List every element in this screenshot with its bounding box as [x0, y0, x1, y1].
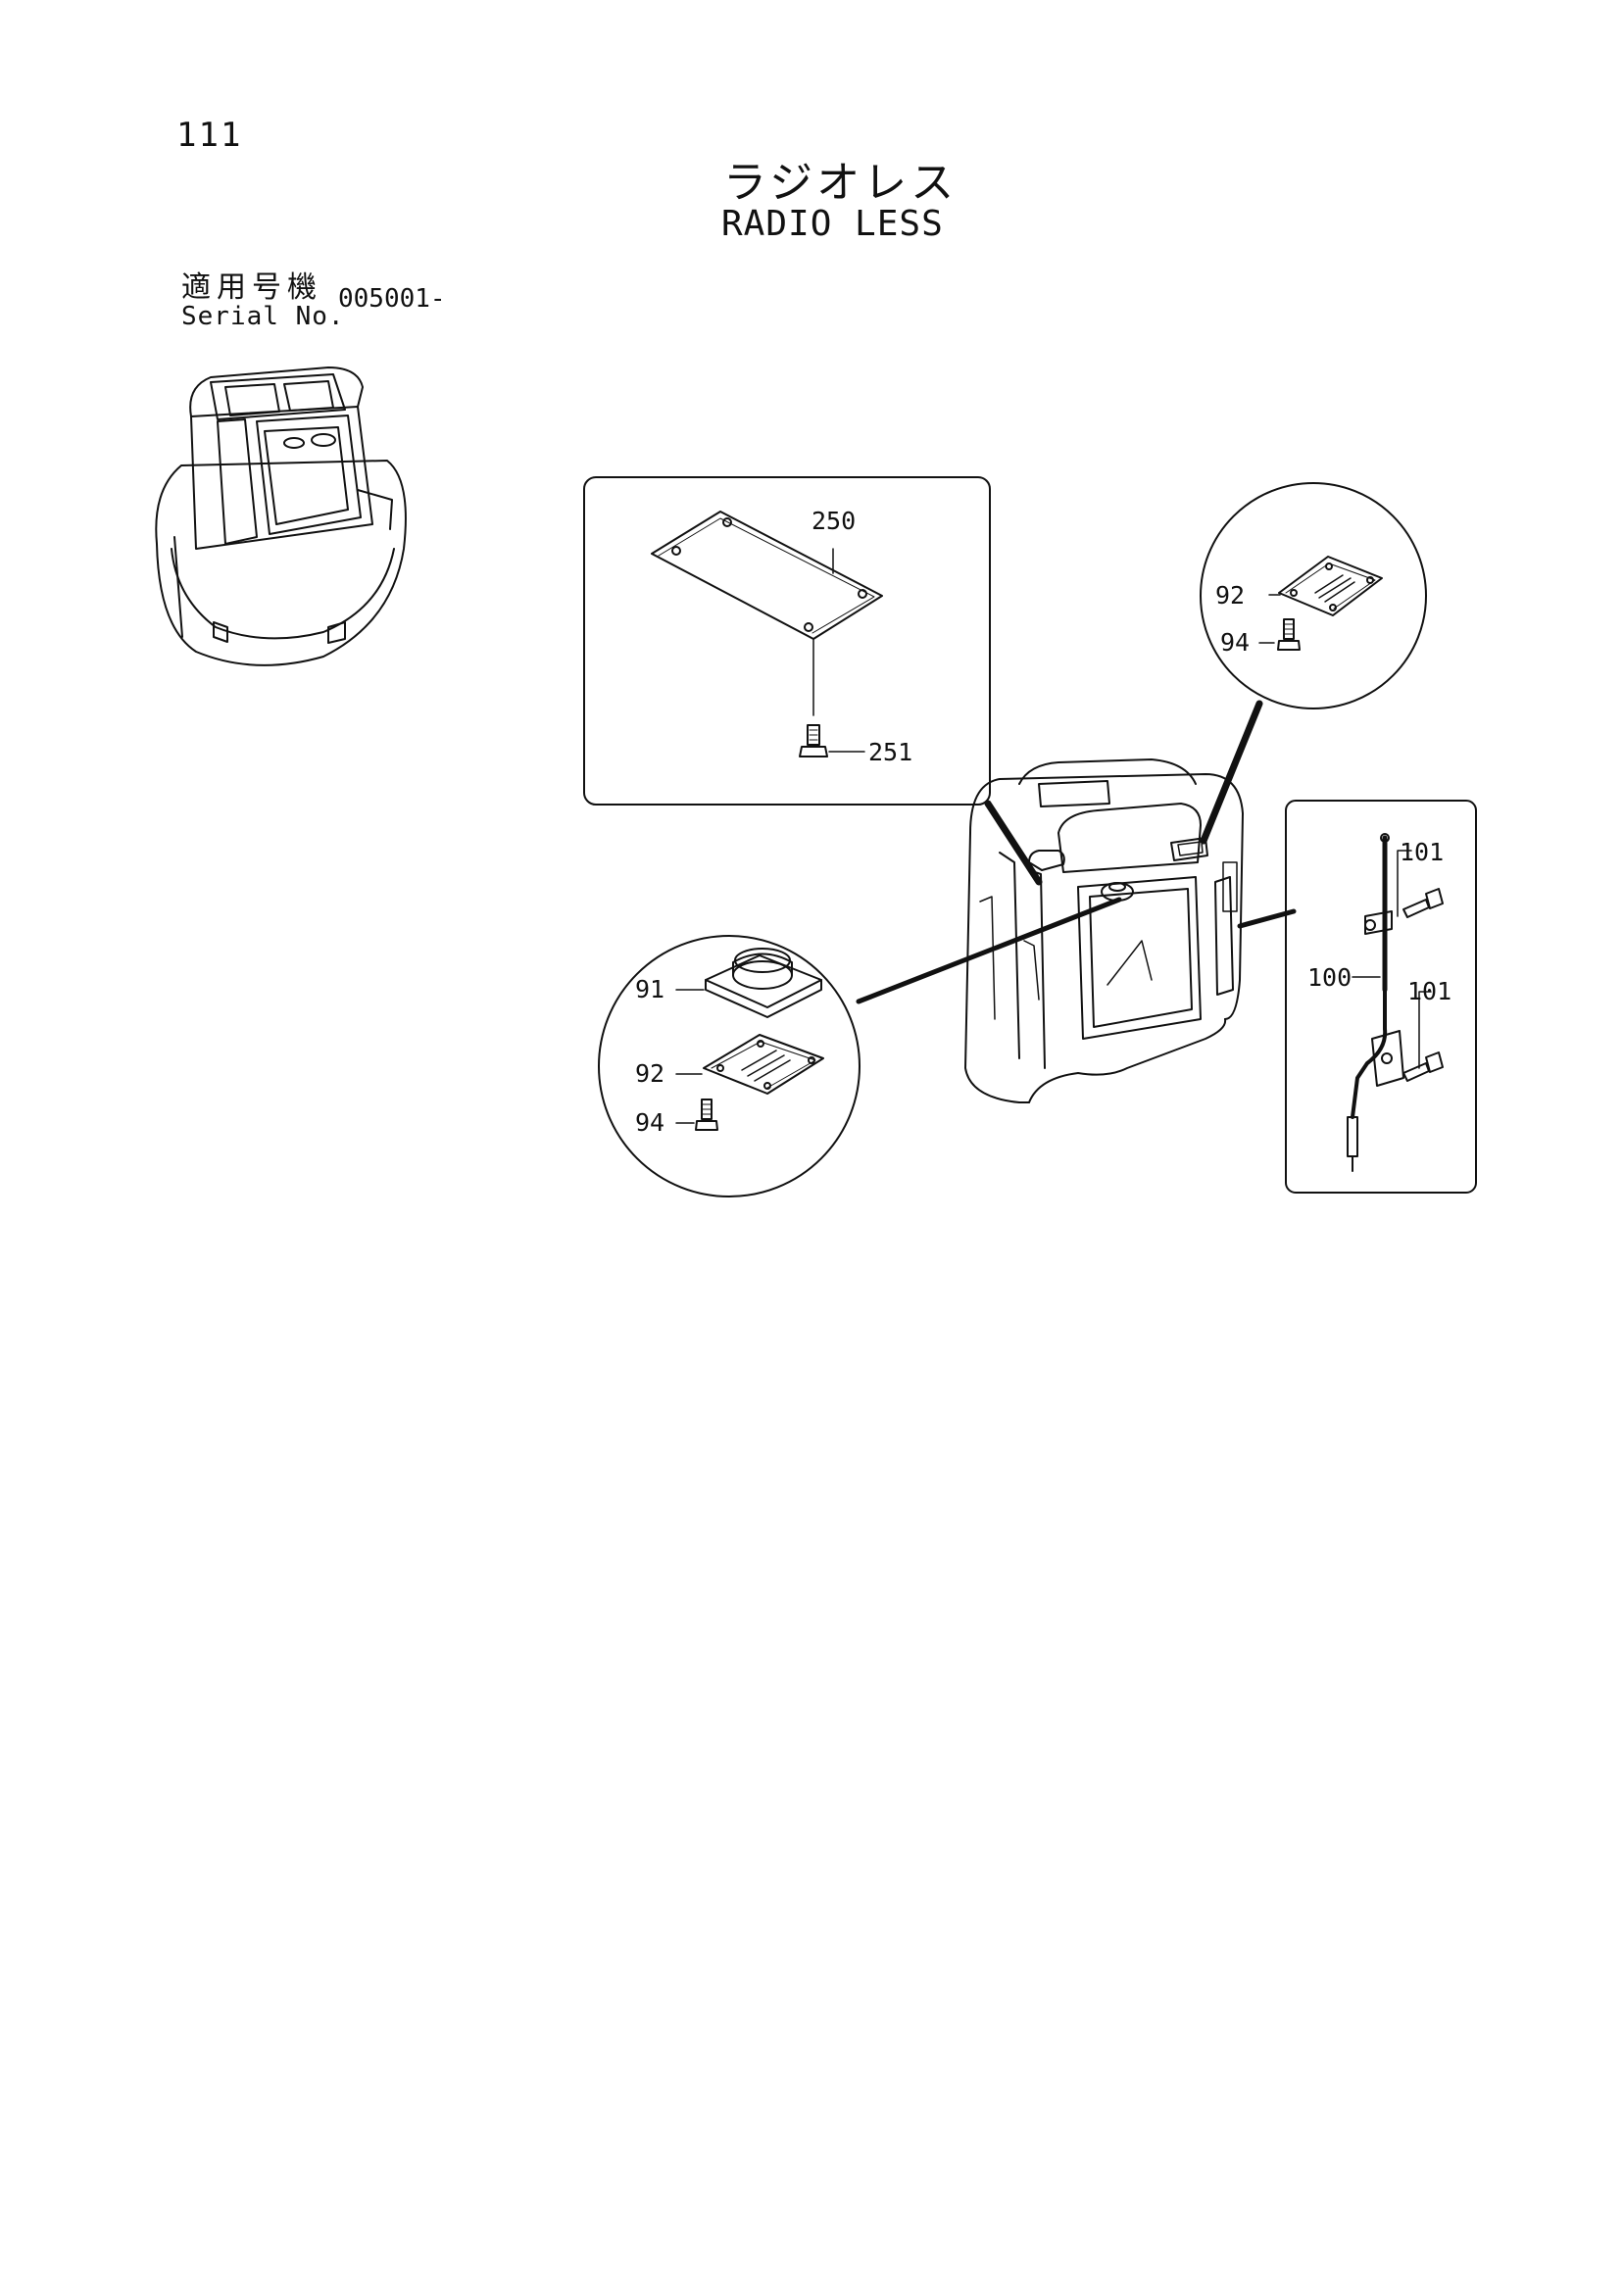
- callout-101-upper: 101: [1400, 838, 1444, 866]
- leader-top-grille: [1200, 700, 1263, 845]
- page-number: 111: [176, 116, 243, 155]
- callout-91: 91: [635, 975, 664, 1003]
- callout-250: 250: [812, 507, 856, 535]
- serial-label-japanese: 適用号機: [181, 270, 322, 305]
- inset-cover-panel: 250 251: [583, 476, 991, 806]
- serial-number-value: 005001-: [338, 284, 446, 314]
- callout-251: 251: [868, 738, 912, 766]
- bolt-101-upper: [1402, 888, 1444, 918]
- leader-left-speaker: [856, 897, 1122, 1004]
- inset-left-speaker: 91 92 94: [598, 935, 861, 1197]
- inset-top-speaker-grille: 92 94: [1200, 482, 1427, 709]
- callout-101-lower: 101: [1407, 977, 1451, 1005]
- speaker-91: [705, 948, 822, 1018]
- serial-label-english: Serial No.: [181, 302, 345, 331]
- screw-94-top: [1277, 618, 1301, 651]
- callout-100: 100: [1307, 963, 1352, 992]
- main-cab-illustration: [964, 758, 1244, 1103]
- title-japanese: ラジオレス: [723, 158, 959, 208]
- callout-92-top: 92: [1215, 581, 1245, 610]
- grille-92-left: [703, 1034, 824, 1095]
- bolt-101-lower: [1402, 1051, 1444, 1082]
- leader-inset-cover: [984, 800, 1043, 886]
- screw-94-left: [695, 1099, 718, 1131]
- bracket-upper: [1364, 910, 1393, 935]
- leader-antenna: [1237, 908, 1297, 929]
- callout-94-left: 94: [635, 1108, 664, 1137]
- callout-92-left: 92: [635, 1059, 664, 1088]
- grille-92-top: [1278, 556, 1383, 616]
- callout-94-top: 94: [1220, 628, 1250, 657]
- screw-251: [799, 724, 828, 757]
- cover-plate-250: [651, 511, 883, 640]
- bracket-lower: [1371, 1030, 1404, 1087]
- inset-antenna: 101 100 101: [1285, 800, 1477, 1194]
- title-english: RADIO LESS: [721, 204, 944, 244]
- overview-cab-illustration: [155, 366, 407, 666]
